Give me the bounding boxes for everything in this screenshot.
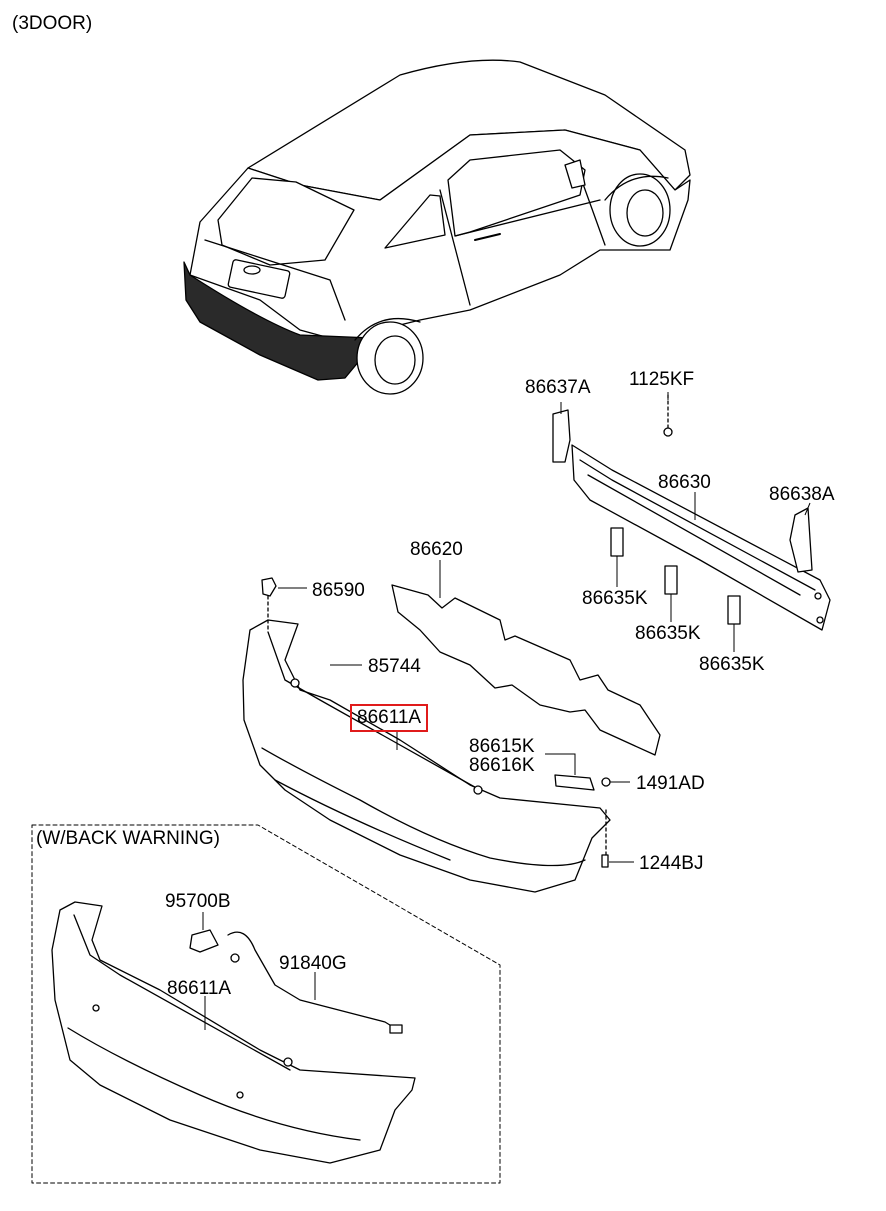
part-label-86638A[interactable]: 86638A — [769, 484, 835, 505]
inset-title: (W/BACK WARNING) — [36, 828, 221, 849]
part-label-1491AD[interactable]: 1491AD — [636, 773, 705, 794]
connector-icon — [230, 953, 240, 963]
part-label-1125KF[interactable]: 1125KF — [629, 369, 695, 390]
energy-absorber-86620 — [391, 584, 661, 756]
bracket-86637A — [552, 409, 571, 463]
inset-bumper-86611A — [51, 901, 416, 1164]
leader-lines — [202, 392, 811, 1030]
bracket-86615K — [554, 774, 595, 791]
part-label-86611A-selected[interactable]: 86611A — [350, 704, 429, 732]
part-label-1244BJ[interactable]: 1244BJ — [639, 853, 704, 874]
part-label-86611A-inset[interactable]: 86611A — [167, 978, 232, 999]
part-label-86637A[interactable]: 86637A — [525, 377, 591, 398]
clip-86635K — [727, 595, 741, 625]
screw-1244BJ — [601, 854, 609, 868]
part-label-91840G[interactable]: 91840G — [279, 953, 347, 974]
part-label-86620[interactable]: 86620 — [410, 539, 463, 560]
wiring-91840G — [227, 931, 399, 1031]
rear-beam-86630 — [571, 444, 831, 631]
part-label-86635K[interactable]: 86635K — [699, 654, 765, 675]
clip-86635K — [610, 527, 624, 557]
sensor-95700B — [189, 929, 219, 953]
part-label-95700B[interactable]: 95700B — [165, 891, 231, 912]
clip-86590 — [261, 577, 277, 633]
clip-86635K — [664, 565, 678, 595]
part-label-86635K[interactable]: 86635K — [582, 588, 648, 609]
part-label-86590[interactable]: 86590 — [312, 580, 365, 601]
variant-label: (3DOOR) — [12, 13, 93, 34]
bolt-1125KF — [663, 394, 673, 437]
part-label-86616K[interactable]: 86616K — [469, 755, 535, 776]
part-label-85744[interactable]: 85744 — [368, 656, 421, 677]
part-label-86615K[interactable]: 86615K — [469, 736, 535, 757]
part-label-86635K[interactable]: 86635K — [635, 623, 701, 644]
connector-icon — [389, 1024, 403, 1034]
rear-bumper-86611A — [242, 619, 611, 893]
bracket-86638A — [789, 507, 813, 573]
car-illustration — [183, 59, 691, 395]
nut-1491AD — [601, 777, 611, 787]
part-label-86630[interactable]: 86630 — [658, 472, 711, 493]
